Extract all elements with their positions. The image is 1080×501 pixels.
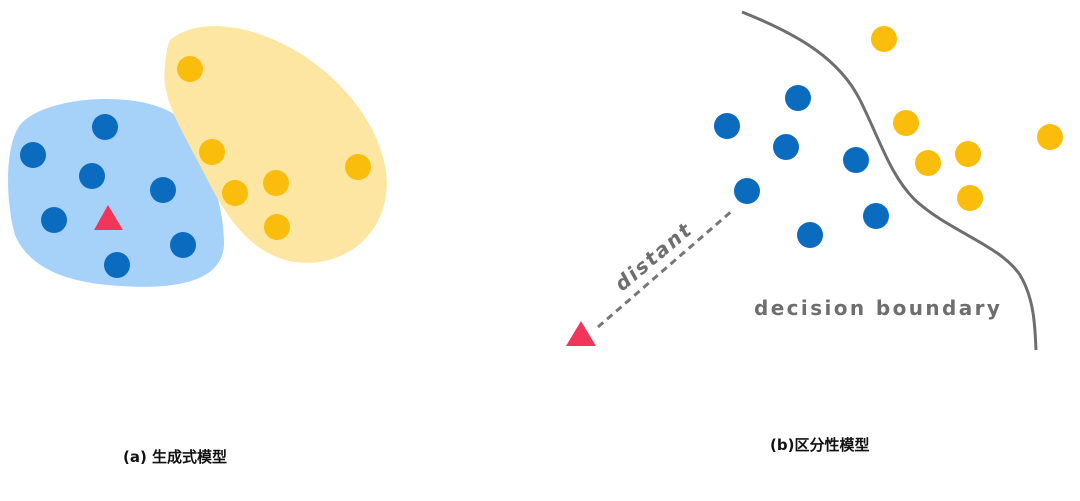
panel-b-discriminative: distant decision boundary: [566, 10, 1063, 351]
blue-point: [734, 178, 760, 204]
yellow-point: [1037, 124, 1063, 150]
yellow-point: [345, 154, 371, 180]
yellow-point: [222, 180, 248, 206]
yellow-point: [893, 110, 919, 136]
query-triangle-a: [94, 205, 123, 230]
yellow-point: [177, 56, 203, 82]
yellow-point: [871, 26, 897, 52]
caption-a: (a) 生成式模型: [123, 448, 228, 466]
blue-point: [79, 163, 105, 189]
blue-point: [20, 142, 46, 168]
panel-a-generative: [8, 26, 387, 287]
blue-point: [104, 252, 130, 278]
decision-boundary-label: decision boundary: [754, 296, 1002, 320]
blue-point: [785, 85, 811, 111]
distance-dashed-line: [597, 208, 734, 329]
yellow-point: [264, 214, 290, 240]
decision-boundary-curve: [741, 10, 1038, 351]
yellow-point: [955, 141, 981, 167]
yellow-point: [957, 185, 983, 211]
blue-point: [41, 207, 67, 233]
yellow-point: [263, 170, 289, 196]
blue-point: [843, 147, 869, 173]
blue-point: [863, 203, 889, 229]
distant-label: distant: [610, 217, 697, 296]
yellow-point: [915, 150, 941, 176]
yellow-point: [199, 139, 225, 165]
query-triangle-b: [566, 321, 596, 346]
blue-class-region: [8, 98, 225, 287]
blue-point: [150, 177, 176, 203]
blue-point: [797, 222, 823, 248]
caption-b: (b)区分性模型: [770, 436, 870, 454]
blue-point: [773, 134, 799, 160]
blue-point: [714, 113, 740, 139]
blue-point: [170, 232, 196, 258]
blue-point: [92, 114, 118, 140]
yellow-class-region: [164, 26, 387, 263]
